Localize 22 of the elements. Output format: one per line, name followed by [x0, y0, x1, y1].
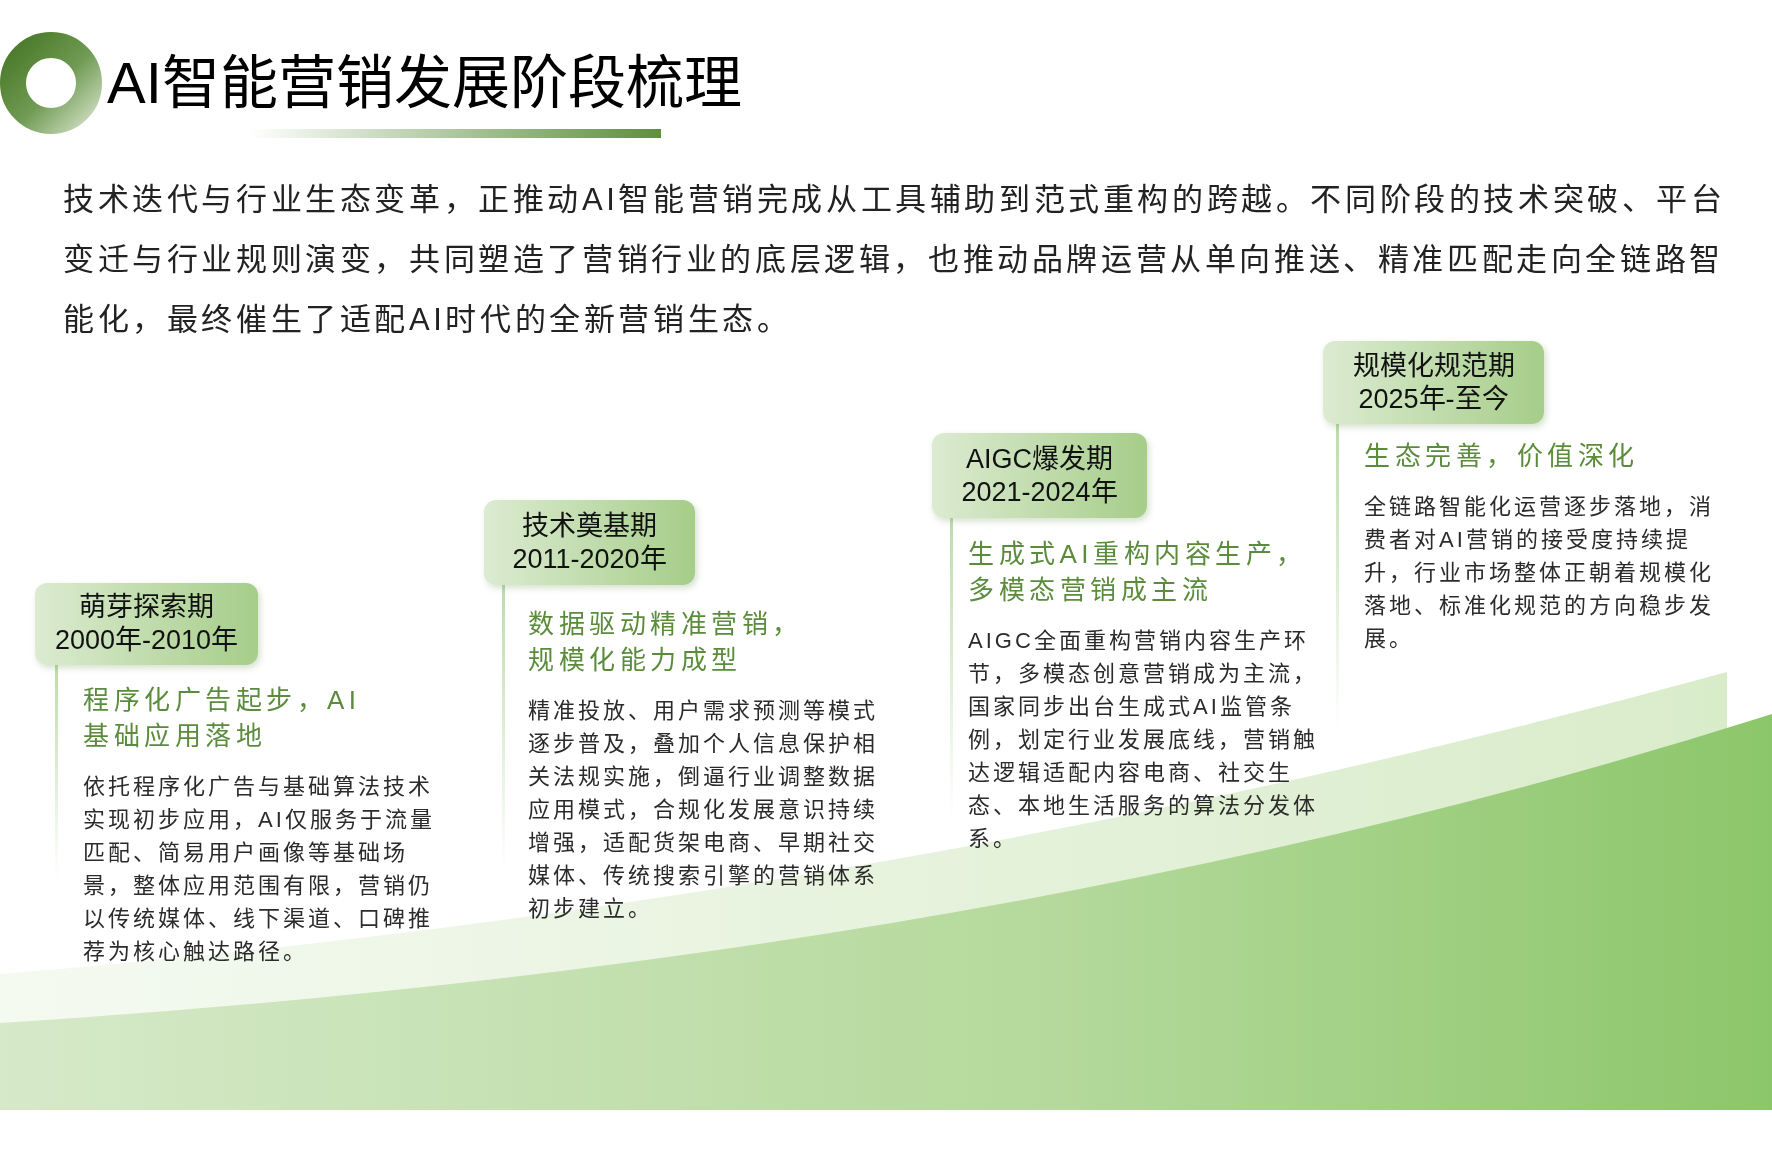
stage-headline: 程序化广告起步，AI基础应用落地: [83, 684, 362, 753]
stage-description: 依托程序化广告与基础算法技术实现初步应用，AI仅服务于流量匹配、简易用户画像等基础场景，整体应用范围有限，营销仍以传统媒体、线下渠道、口碑推荐为核心触达路径。: [83, 773, 436, 966]
stage-name: 萌芽探索期: [79, 591, 214, 624]
stage-description: 精准投放、用户需求预测等模式逐步普及，叠加个人信息保护相关法规实施，倒逼行业调整数据应用模式，合规化发展意识持续增强，适配货架电商、早期社交媒体、传统搜索引擎的营销体系初步建立。: [528, 697, 879, 923]
stage-tag: [1323, 341, 1544, 424]
stage-headline: 生态完善，价值深化: [1364, 440, 1640, 473]
page-title: AI智能营销发展阶段梳理: [107, 50, 742, 116]
stage-headline: 数据驱动精准营销，规模化能力成型: [528, 608, 804, 677]
stage-years: 2000年-2010年: [54, 624, 239, 657]
stage-years: 2011-2020年: [512, 542, 667, 576]
stage-name: 技术奠基期: [522, 509, 657, 543]
stage-name: AIGC爆发期: [966, 442, 1113, 476]
stage-tag: [35, 583, 258, 665]
stage-name: 规模化规范期: [1352, 349, 1515, 383]
stage-tag: [932, 433, 1147, 518]
stage-headline: 生成式AI重构内容生产，多模态营销成主流: [968, 538, 1308, 607]
stage-years: 2025年-至今: [1358, 382, 1509, 416]
stage-description: AIGC全面重构营销内容生产环节，多模态创意营销成为主流，国家同步出台生成式AI监管条例，划定行业发展底线，营销触达逻辑适配内容电商、社交生态、本地生活服务的算法分发体系。: [968, 627, 1319, 853]
intro-paragraph: 技术迭代与行业生态变革，正推动AI智能营销完成从工具辅助到范式重构的跨越。不同阶段的技术突破、平台变迁与行业规则演变，共同塑造了营销行业的底层逻辑，也推动品牌运营从单向推送、精准匹配走向全链路智能化，最终催生了适配AI时代的全新营销生态。: [63, 181, 1727, 339]
stage-years: 2021-2024年: [961, 475, 1118, 509]
stage-description: 全链路智能化运营逐步落地，消费者对AI营销的接受度持续提升，行业市场整体正朝着规模化落地、标准化规范的方向稳步发展。: [1364, 493, 1715, 653]
stage-tag: [484, 500, 695, 585]
